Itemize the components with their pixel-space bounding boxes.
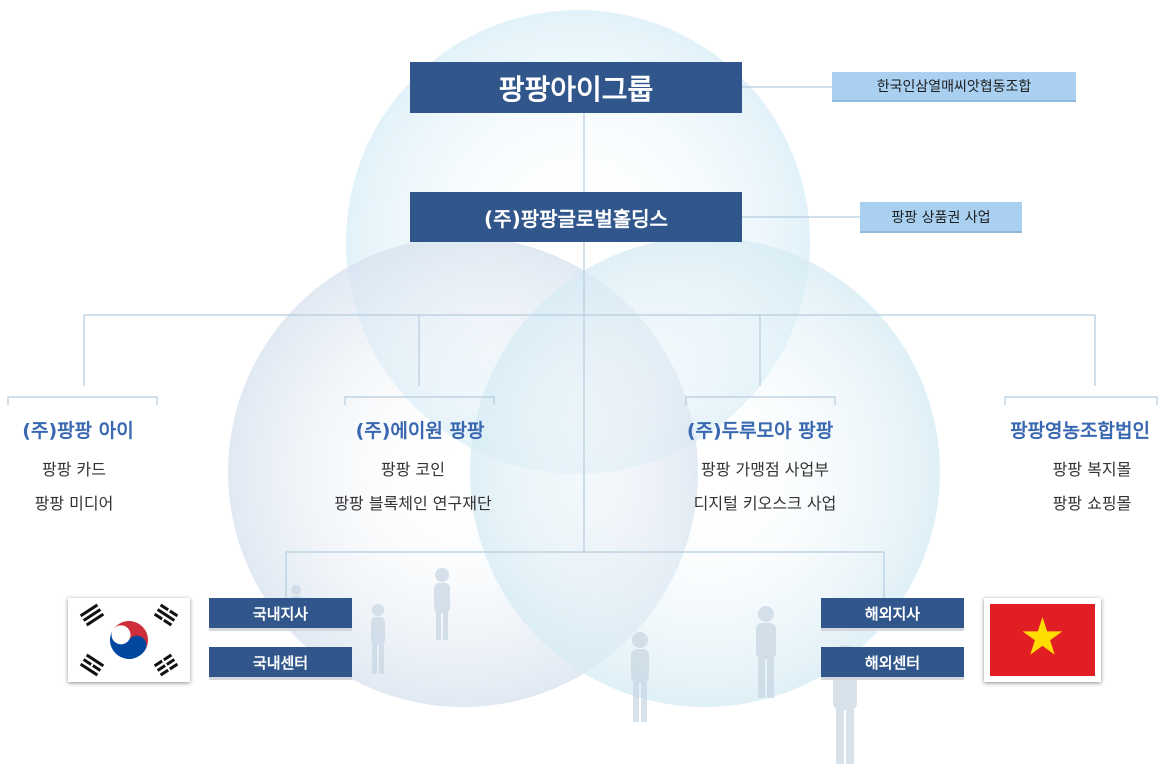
branch-item: 팡팡 블록체인 연구재단	[334, 494, 492, 513]
branch-item: 디지털 키오스크 사업	[693, 494, 837, 513]
branch-item: 팡팡 미디어	[34, 494, 114, 513]
vietnam-flag-icon	[984, 598, 1101, 682]
holding-tag-label: 팡팡 상품권 사업	[891, 209, 991, 226]
connector-lines	[7, 86, 1158, 598]
venn-circle-right	[470, 237, 940, 707]
south-korea-flag-icon	[68, 598, 190, 682]
branch-title: (주)팡팡 아이	[22, 420, 134, 442]
holding-tag: 팡팡 상품권 사업	[860, 202, 1022, 233]
domestic-branch-box: 국내지사	[209, 598, 352, 631]
branch-item: 팡팡 쇼핑몰	[1052, 494, 1132, 513]
branch-item: 팡팡 카드	[42, 460, 106, 479]
branch-title: 팡팡영농조합법인	[1010, 420, 1150, 442]
holding-title: (주)팡팡글로벌홀딩스	[484, 206, 668, 231]
people-silhouettes	[290, 568, 857, 764]
branch-title: (주)두루모아 팡팡	[686, 420, 834, 442]
overseas-center-box: 해외센터	[821, 647, 964, 680]
group-tag: 한국인삼열매씨앗협동조합	[832, 72, 1076, 102]
venn-circles	[228, 10, 940, 707]
overseas-branch-box: 해외지사	[821, 598, 964, 631]
domestic-branch-label: 국내지사	[252, 604, 309, 623]
holding-title-box: (주)팡팡글로벌홀딩스	[410, 192, 742, 242]
domestic-center-label: 국내센터	[252, 653, 309, 672]
group-title-box: 팡팡아이그룹	[410, 62, 742, 113]
domestic-center-box: 국내센터	[209, 647, 352, 680]
branch-item: 팡팡 복지몰	[1052, 460, 1132, 479]
overseas-center-label: 해외센터	[864, 653, 921, 672]
branch-item: 팡팡 코인	[381, 460, 445, 479]
overseas-branch-label: 해외지사	[864, 604, 921, 623]
group-tag-label: 한국인삼열매씨앗협동조합	[876, 79, 1032, 95]
branch-item: 팡팡 가맹점 사업부	[701, 460, 829, 479]
group-title: 팡팡아이그룹	[498, 72, 654, 106]
branch-title: (주)에이원 팡팡	[355, 420, 485, 442]
